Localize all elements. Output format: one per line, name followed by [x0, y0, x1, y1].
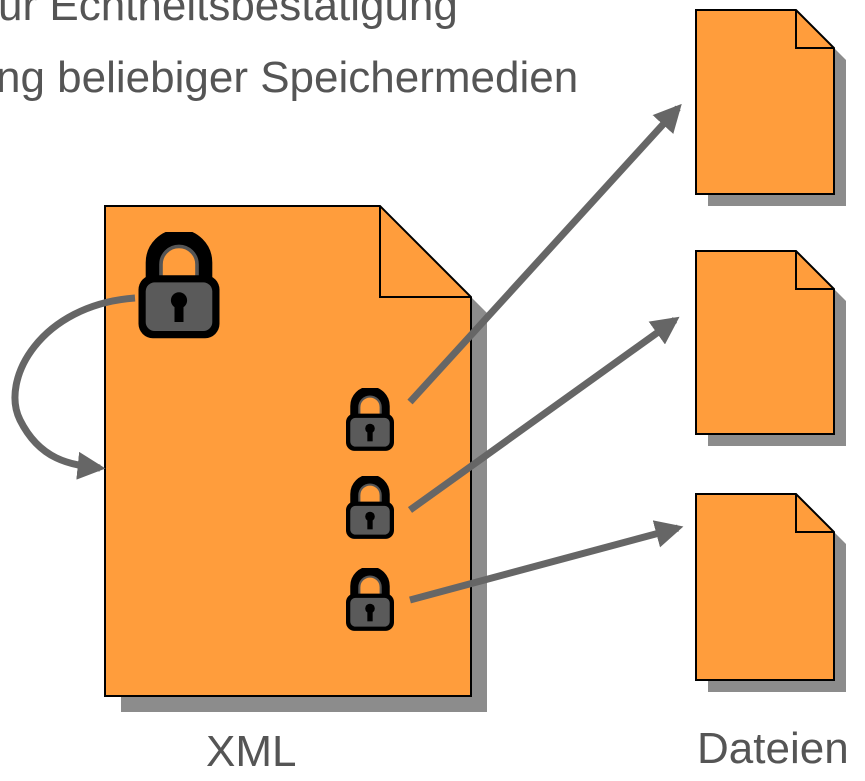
description-line-2: ng beliebiger Speichermedien — [0, 53, 579, 102]
file-document-icon-3 — [695, 493, 846, 692]
file-document-icon-2 — [695, 250, 846, 446]
description-line-1: ur Echtheitsbestätigung — [0, 0, 458, 30]
xml-caption: XML — [206, 727, 297, 776]
file-document-icon-1 — [695, 9, 846, 206]
self-reference-arrow — [11, 294, 136, 480]
arrow-to-file-3 — [409, 520, 684, 604]
arrow-to-file-2 — [407, 316, 680, 513]
arrow-to-file-1 — [407, 103, 682, 405]
files-caption: Dateien — [697, 724, 849, 773]
